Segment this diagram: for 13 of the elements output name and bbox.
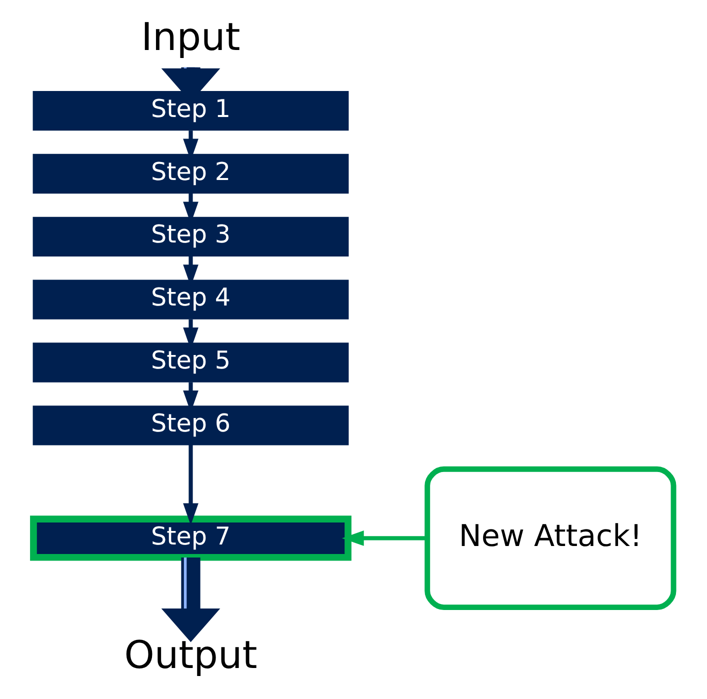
node-box: Step 2 bbox=[32, 154, 349, 194]
node-box: Step 7 bbox=[30, 516, 352, 561]
node-text: Output bbox=[124, 633, 258, 678]
node-box: Step 4 bbox=[32, 280, 349, 320]
node-text: Input bbox=[141, 14, 240, 60]
arrow bbox=[183, 444, 198, 526]
node-box: Step 3 bbox=[32, 216, 349, 256]
node-box: Step 6 bbox=[32, 406, 349, 446]
node-box: Step 5 bbox=[32, 342, 349, 382]
arrow bbox=[342, 530, 428, 546]
node-box: New Attack! bbox=[424, 466, 676, 610]
node-box: Step 1 bbox=[32, 91, 349, 131]
arrow bbox=[161, 557, 220, 642]
